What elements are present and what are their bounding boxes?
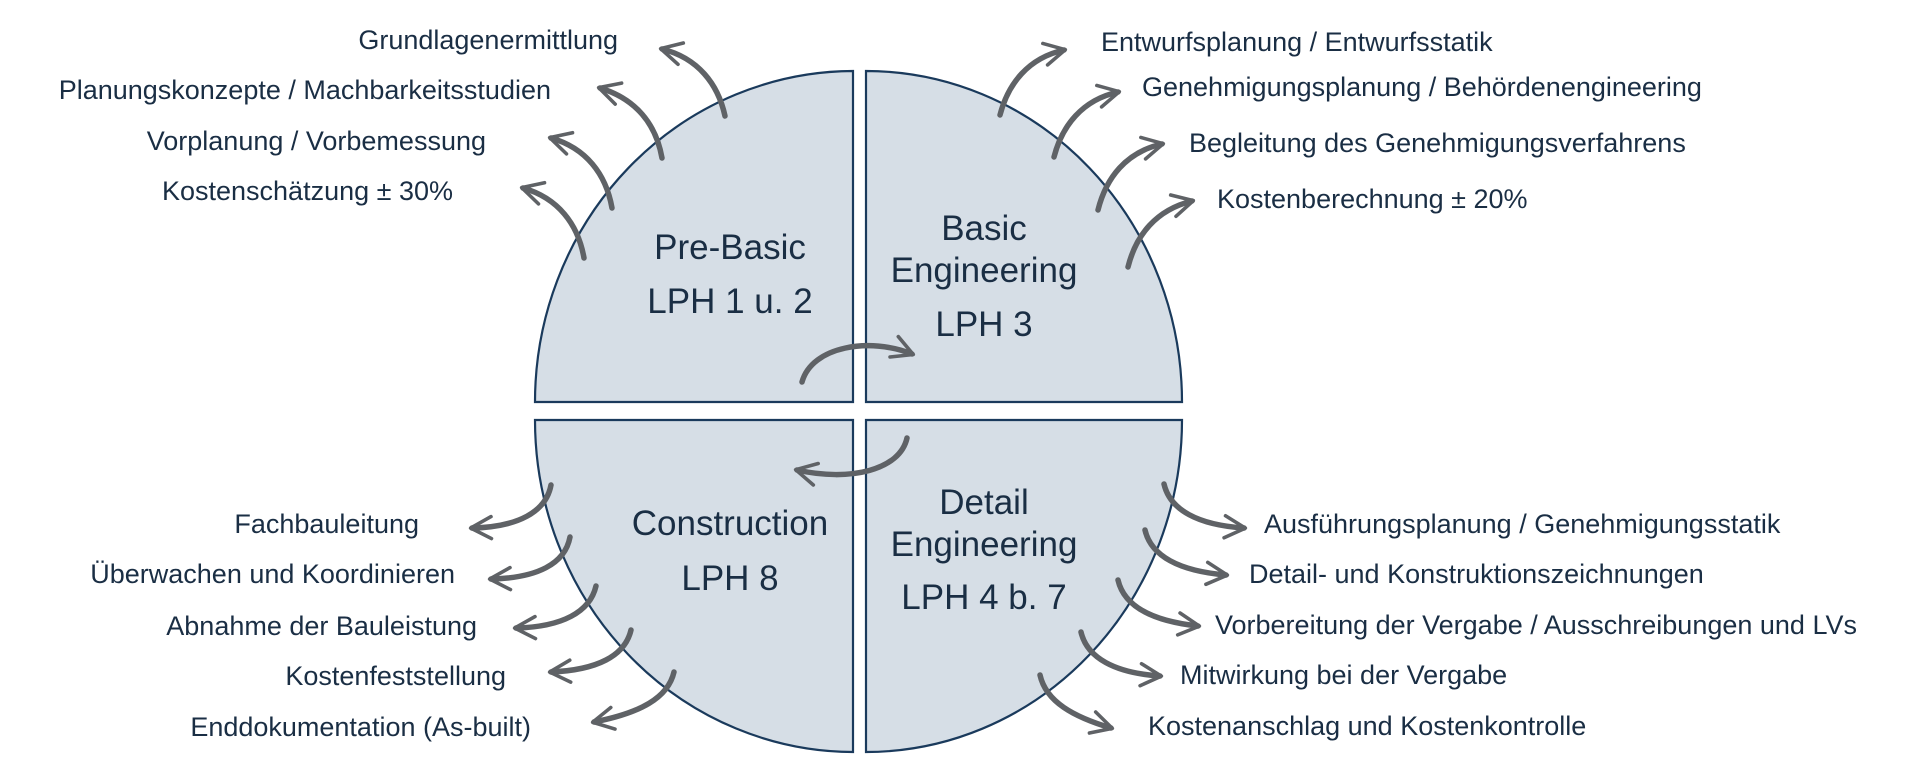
basic-title-line2: Engineering: [891, 251, 1078, 290]
task-label: Enddokumentation (As-built): [190, 712, 531, 742]
task-arrow-br-3: [1115, 577, 1202, 637]
task-arrow-bl-1: [468, 482, 554, 541]
task-arrow-bl-5: [590, 669, 677, 731]
task-label: Entwurfsplanung / Entwurfsstatik: [1101, 27, 1493, 57]
detail-title-line1: Detail: [939, 483, 1028, 522]
task-label: Planungskonzepte / Machbarkeitsstudien: [59, 75, 551, 105]
detail-title-line2: Engineering: [891, 525, 1078, 564]
quadrant-construction: [533, 418, 855, 754]
task-arrow-br-4: [1078, 629, 1164, 688]
task-label: Genehmigungsplanung / Behördenengineerin…: [1142, 72, 1702, 102]
task-arrow-tr-4: [1125, 193, 1196, 270]
task-label: Begleitung des Genehmigungsverfahrens: [1189, 128, 1686, 158]
quadrant-pre-basic: [533, 69, 855, 404]
task-label: Kostenberechnung ± 20%: [1217, 184, 1528, 214]
task-arrow-tr-2: [1051, 83, 1122, 160]
task-label: Kostenschätzung ± 30%: [162, 176, 453, 206]
quadrant-detail-engineering: [864, 418, 1184, 754]
basic-title-line1: Basic: [941, 209, 1027, 248]
pre-basic-title: Pre-Basic: [654, 228, 806, 267]
task-arrow-br-1: [1161, 481, 1248, 540]
task-arrow-tl-3: [547, 130, 615, 211]
task-label: Abnahme der Bauleistung: [166, 611, 477, 641]
construction-title: Construction: [632, 504, 828, 543]
task-label: Vorplanung / Vorbemessung: [147, 126, 486, 156]
task-arrow-tl-2: [596, 81, 665, 161]
task-arrow-tr-1: [997, 41, 1068, 118]
transition-arrow-to-construction: [793, 435, 910, 487]
task-arrow-br-5: [1037, 672, 1115, 735]
task-arrow-tr-3: [1095, 135, 1166, 213]
task-label: Grundlagenermittlung: [358, 25, 618, 55]
task-arrow-bl-4: [547, 627, 634, 684]
task-label: Kostenanschlag und Kostenkontrolle: [1148, 711, 1586, 741]
task-arrow-bl-2: [487, 534, 573, 592]
task-label: Detail- und Konstruktionszeichnungen: [1249, 559, 1704, 589]
basic-phase: LPH 3: [935, 305, 1032, 344]
task-arrow-tl-1: [658, 41, 728, 119]
task-label: Kostenfeststellung: [285, 661, 506, 691]
task-label: Fachbauleitung: [234, 509, 419, 539]
task-label: Ausführungsplanung / Genehmigungsstatik: [1264, 509, 1781, 539]
transition-arrow-to-basic: [799, 334, 916, 385]
task-arrow-tl-4: [519, 180, 587, 261]
task-arrow-bl-3: [512, 583, 599, 641]
detail-phase: LPH 4 b. 7: [901, 578, 1066, 617]
pre-basic-phase: LPH 1 u. 2: [647, 282, 812, 321]
task-label: Mitwirkung bei der Vergabe: [1180, 660, 1507, 690]
task-label: Überwachen und Koordinieren: [90, 559, 455, 589]
task-label: Vorbereitung der Vergabe / Ausschreibung…: [1215, 610, 1857, 640]
construction-phase: LPH 8: [681, 559, 778, 598]
task-arrow-br-2: [1142, 527, 1230, 587]
quadrant-basic-engineering: [864, 69, 1184, 404]
